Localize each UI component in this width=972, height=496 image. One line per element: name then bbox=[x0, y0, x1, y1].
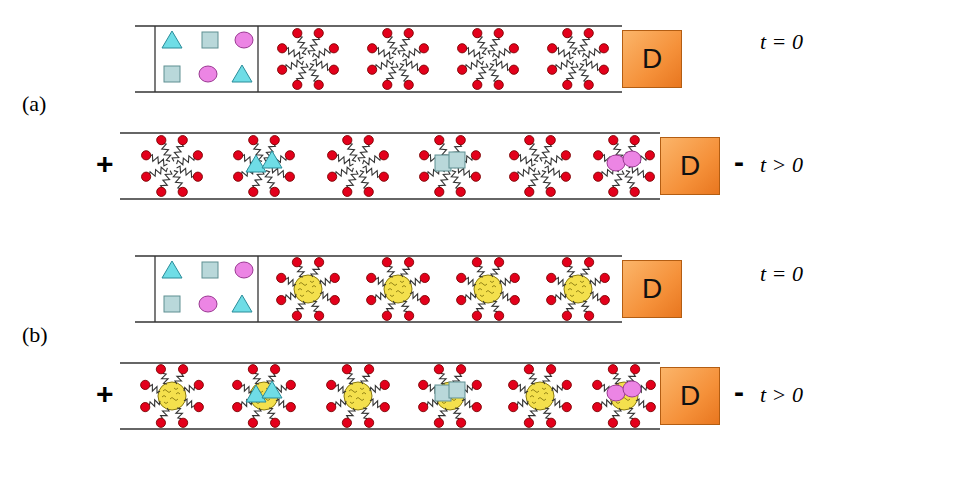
detector-box: D bbox=[622, 260, 682, 318]
panel-label: (b) bbox=[22, 323, 48, 347]
micelles bbox=[139, 363, 657, 429]
capillary-tube bbox=[120, 363, 660, 429]
time-label: t > 0 bbox=[760, 153, 803, 177]
detector-label: D bbox=[680, 152, 700, 180]
time-label: t = 0 bbox=[760, 30, 803, 54]
panel-label: (a) bbox=[22, 92, 46, 116]
electrode-sign: + bbox=[96, 147, 114, 180]
detector-label: D bbox=[680, 382, 700, 410]
capillary-tube bbox=[135, 256, 622, 322]
electrode-sign: - bbox=[734, 145, 744, 178]
time-label: t > 0 bbox=[760, 383, 803, 407]
electrode-sign: + bbox=[96, 377, 114, 410]
micelles bbox=[140, 134, 656, 198]
detector-box: D bbox=[622, 30, 682, 88]
sample-plug bbox=[162, 31, 253, 82]
detector-box: D bbox=[660, 137, 720, 195]
sample-plug bbox=[162, 261, 253, 312]
capillary-tube bbox=[135, 26, 622, 92]
micelles bbox=[275, 256, 611, 322]
micelles bbox=[276, 27, 610, 91]
detector-label: D bbox=[642, 275, 662, 303]
electrode-sign: - bbox=[734, 375, 744, 408]
detector-box: D bbox=[660, 367, 720, 425]
time-label: t = 0 bbox=[760, 262, 803, 286]
capillary-tube bbox=[120, 133, 660, 199]
detector-label: D bbox=[642, 45, 662, 73]
